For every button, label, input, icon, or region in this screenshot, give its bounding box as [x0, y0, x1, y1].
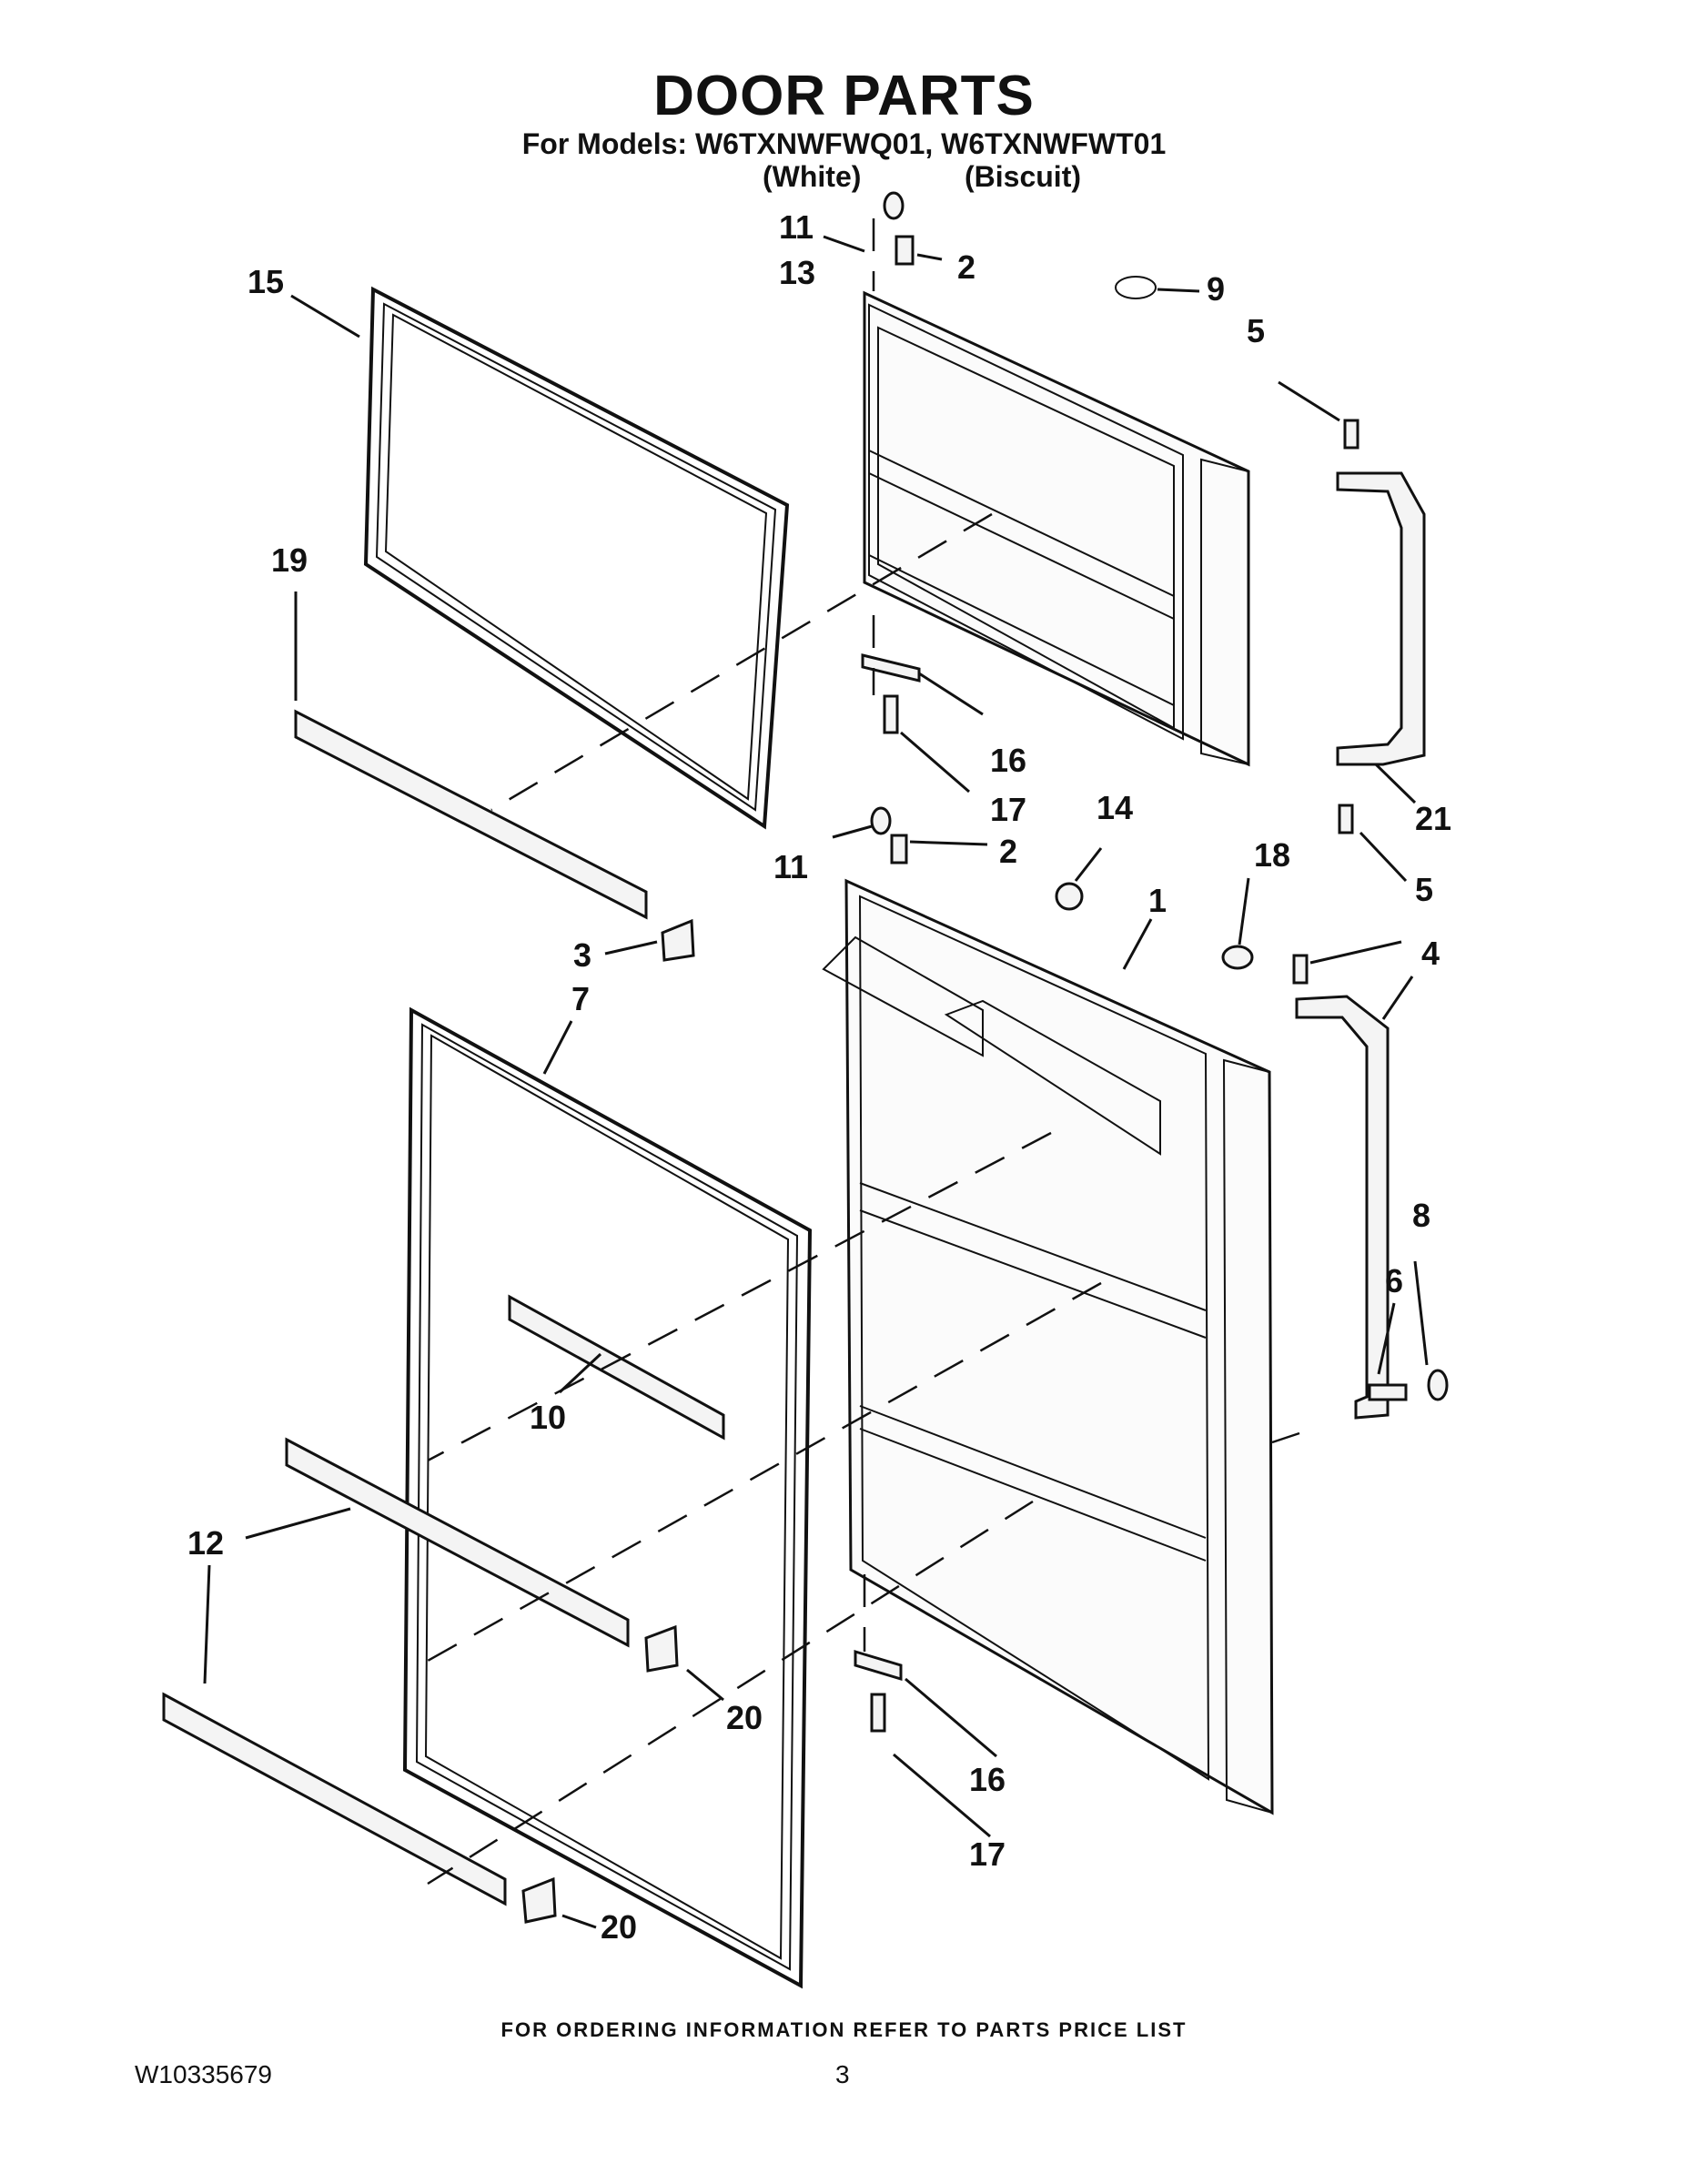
- screw-6: [1368, 1383, 1408, 1401]
- ordering-note: FOR ORDERING INFORMATION REFER TO PARTS …: [500, 2018, 1188, 2041]
- clip-3: [661, 918, 695, 962]
- screw-5-mid: [1292, 954, 1309, 985]
- callout-14: 14: [1097, 789, 1133, 826]
- freezer-handle: [1336, 471, 1426, 766]
- models-line: For Models: W6TXNWFWQ01, W6TXNWFWT01: [521, 127, 1167, 160]
- trim-12-upper: [285, 1437, 630, 1648]
- callout-10: 10: [530, 1399, 566, 1436]
- callout-2-mid: 2: [999, 833, 1017, 870]
- clip-20-lower: [521, 1876, 557, 1924]
- page-title: DOOR PARTS: [653, 65, 1035, 127]
- callout-18: 18: [1254, 836, 1290, 874]
- callout-11-mid: 11: [773, 848, 808, 885]
- callout-11-top: 11: [779, 208, 814, 246]
- callout-3: 3: [573, 936, 591, 974]
- screw-5-top: [1343, 419, 1359, 450]
- leader-lines: [203, 235, 1429, 1929]
- callout-2-top: 2: [957, 248, 975, 286]
- fresh-food-door: [822, 878, 1274, 1815]
- callout-17-bottom: 17: [969, 1835, 1006, 1873]
- trim-12-lower: [162, 1692, 507, 1906]
- callout-13: 13: [779, 254, 815, 291]
- clip-20-upper: [644, 1624, 679, 1673]
- callout-5-top: 5: [1247, 312, 1265, 349]
- screw-17-bottom: [870, 1693, 886, 1733]
- hinge-16-top: [861, 653, 921, 682]
- callout-16-bottom: 16: [969, 1761, 1006, 1798]
- variant-biscuit: (Biscuit): [965, 160, 1081, 193]
- callout-20-upper: 20: [726, 1699, 763, 1736]
- part-14: [1055, 882, 1084, 911]
- hinge-16-bottom: [854, 1649, 903, 1682]
- fresh-food-gasket: [402, 1006, 813, 1989]
- screw-5-handle-bottom: [1338, 804, 1354, 834]
- callout-17-top: 17: [990, 791, 1026, 828]
- callout-19: 19: [271, 541, 308, 579]
- screw-2-top: [895, 235, 915, 266]
- callout-1: 1: [1148, 882, 1167, 919]
- cap-8: [1427, 1369, 1449, 1401]
- plug-11-top: [883, 191, 905, 220]
- callout-12: 12: [187, 1524, 224, 1562]
- callout-16-top: 16: [990, 742, 1026, 779]
- callout-5-mid: 5: [1415, 871, 1433, 908]
- page-number: 3: [835, 2060, 850, 2088]
- cap-18: [1221, 945, 1254, 970]
- callout-7: 7: [571, 980, 590, 1017]
- freezer-gasket: [363, 286, 790, 830]
- callout-6: 6: [1385, 1262, 1403, 1299]
- plug-11-mid: [870, 806, 892, 835]
- callout-21: 21: [1415, 800, 1451, 837]
- variant-white: (White): [763, 160, 862, 193]
- callout-8: 8: [1412, 1197, 1430, 1234]
- screw-17-top: [883, 694, 899, 734]
- document-number: W10335679: [135, 2060, 273, 2088]
- part-9: [1115, 276, 1157, 299]
- assembly-lines: [427, 218, 1300, 1886]
- screw-2-mid: [890, 834, 908, 864]
- fresh-food-handle: [1295, 995, 1390, 1420]
- freezer-door: [863, 290, 1250, 767]
- trim-10: [508, 1294, 725, 1441]
- callout-4: 4: [1421, 935, 1440, 972]
- trim-19: [294, 709, 648, 920]
- callout-15: 15: [248, 263, 284, 300]
- callout-20-lower: 20: [601, 1908, 637, 1946]
- callout-9: 9: [1207, 270, 1225, 308]
